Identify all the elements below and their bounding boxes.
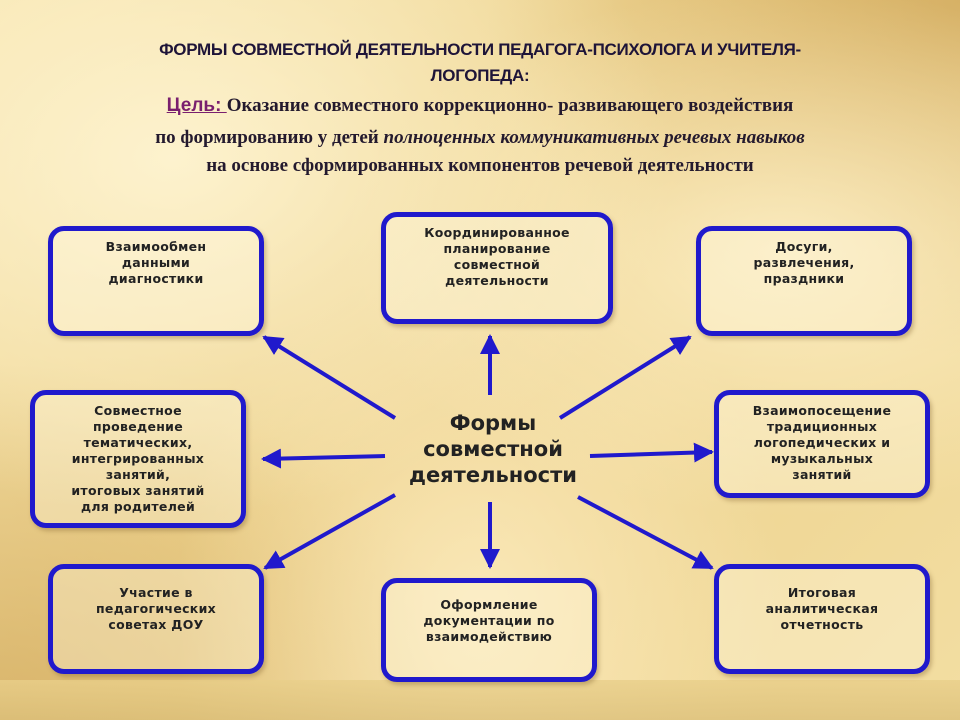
background-bottom-strip [0, 680, 960, 720]
goal-line-2: по формированию у детей полноценных комм… [40, 127, 920, 149]
box-coordinated-planning: Координированное планирование совместной… [381, 212, 613, 324]
box-pedagogical-councils: Участие в педагогических советах ДОУ [48, 564, 264, 674]
box-documentation-label: Оформление документации по взаимодействи… [423, 597, 555, 644]
arrow-to-bottom-right [577, 495, 714, 570]
box-data-exchange-label: Взаимообмен данными диагностики [105, 239, 207, 286]
slide-title-line-1: ФОРМЫ СОВМЕСТНОЙ ДЕЯТЕЛЬНОСТИ ПЕДАГОГА-П… [159, 40, 801, 59]
slide-title-line-2: ЛОГОПЕДА: [430, 66, 530, 85]
box-final-report-label: Итоговая аналитическая отчетность [765, 585, 879, 632]
box-mutual-visits-label: Взаимопосещение традиционных логопедичес… [752, 403, 892, 482]
box-joint-classes-label: Совместное проведение тематических, инте… [71, 403, 205, 514]
arrow-to-bottom-left [263, 493, 396, 570]
goal-line-1: Цель: Оказание совместного коррекционно-… [40, 95, 920, 117]
arrow-to-middle-left [261, 448, 386, 469]
arrow-to-top-right [558, 335, 692, 420]
box-leisure-label: Досуги, развлечения, праздники [753, 239, 855, 286]
box-pedagogical-councils-label: Участие в педагогических советах ДОУ [95, 585, 217, 632]
box-documentation: Оформление документации по взаимодействи… [381, 578, 597, 682]
goal-emphasis: полноценных коммуникативных речевых навы… [383, 127, 805, 148]
box-mutual-visits: Взаимопосещение традиционных логопедичес… [714, 390, 930, 498]
arrow-to-middle-right [589, 442, 714, 463]
box-joint-classes: Совместное проведение тематических, инте… [30, 390, 246, 528]
box-coordinated-planning-label: Координированное планирование совместной… [424, 225, 570, 288]
box-leisure: Досуги, развлечения, праздники [696, 226, 912, 336]
arrow-to-top-left [262, 335, 397, 420]
goal-text-2: по формированию у детей [155, 127, 384, 148]
box-data-exchange: Взаимообмен данными диагностики [48, 226, 264, 336]
goal-text-1: Оказание совместного коррекционно- разви… [226, 95, 794, 116]
center-node-label: Формы совместной деятельности [408, 411, 578, 487]
goal-line-3: на основе сформированных компонентов реч… [206, 155, 754, 176]
box-final-report: Итоговая аналитическая отчетность [714, 564, 930, 674]
goal-label: Цель: [166, 95, 227, 116]
